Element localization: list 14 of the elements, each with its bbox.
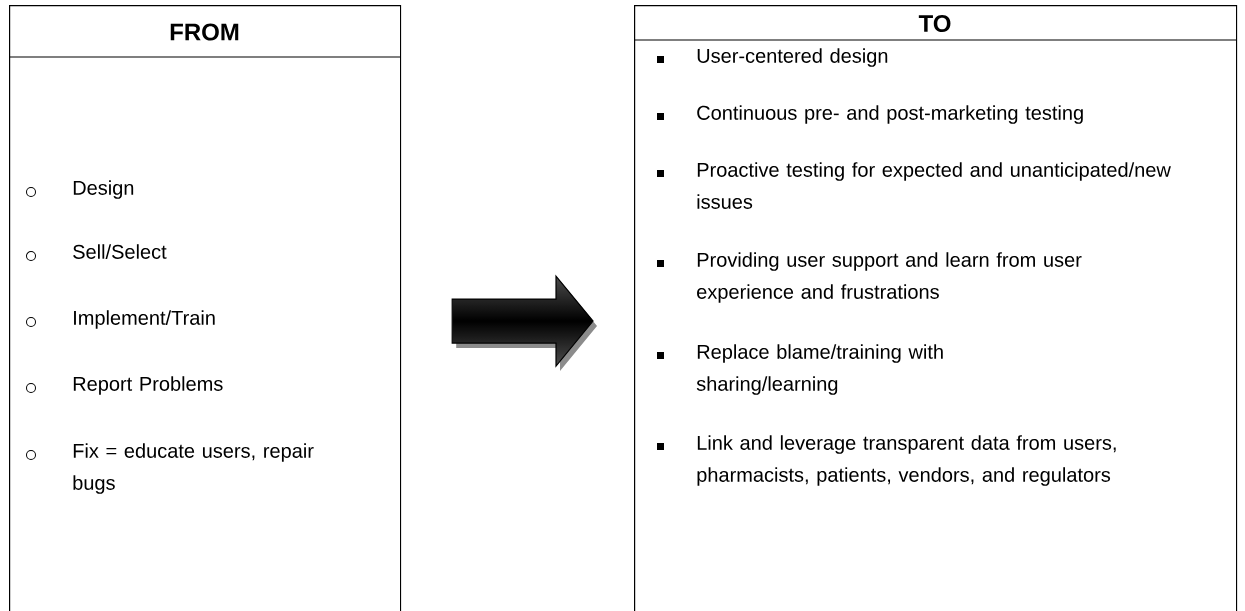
column-heading: TO <box>918 15 951 32</box>
list-item: Link and leverage transparent data from users, pharmacists, patients, vendors, and regulators <box>697 435 1116 486</box>
list-item: Design <box>73 180 134 199</box>
list-item: Providing user support and learn from user experience and frustrations <box>697 252 1082 303</box>
list-item: Replace blame/training with sharing/learning <box>696 344 943 395</box>
column-heading: FROM <box>170 23 239 41</box>
list-item: Fix = educate users, repair bugs <box>73 443 314 494</box>
list-item: Implement/Train <box>74 310 215 329</box>
list-item: Proactive testing for expected and unanticipated/new issues <box>697 162 1171 209</box>
list-item: User-centered design <box>697 48 888 67</box>
list-item: Report Problems <box>73 376 223 395</box>
list-item: Sell/Select <box>73 244 167 259</box>
list-item: Continuous pre- and post-marketing testing <box>697 105 1083 124</box>
block-arrow <box>451 274 597 372</box>
